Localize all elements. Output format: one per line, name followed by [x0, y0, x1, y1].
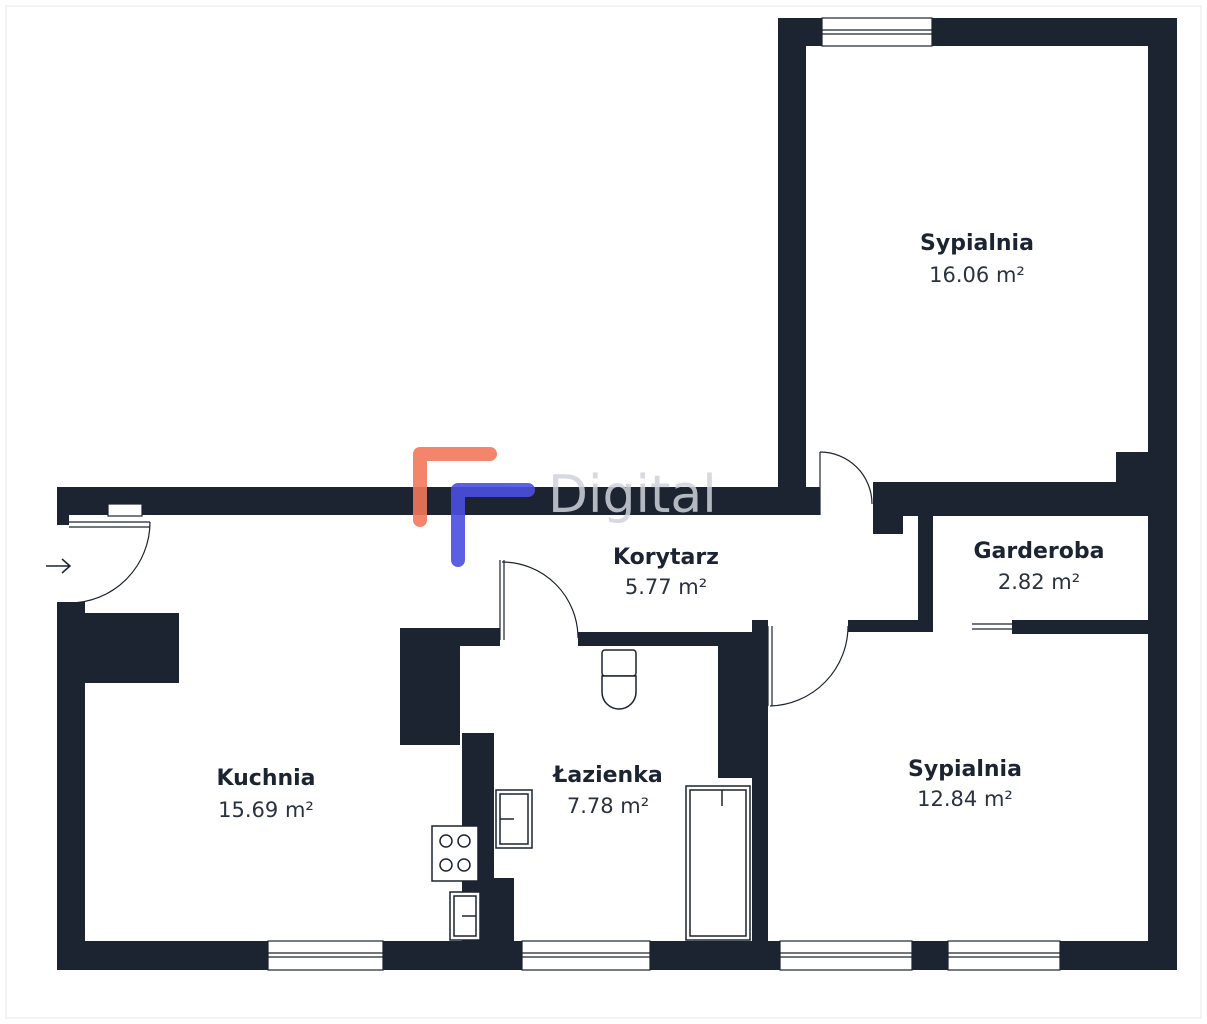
room-area: 15.69 m²: [218, 798, 314, 822]
room-area: 2.82 m²: [998, 570, 1080, 594]
room-label-hallway: Korytarz 5.77 m²: [613, 545, 719, 599]
room-name: Sypialnia: [920, 231, 1034, 256]
windows: [107, 17, 1061, 971]
watermark-text: Digital: [548, 465, 717, 525]
toilet-icon: [601, 649, 637, 710]
doors: [68, 451, 1012, 707]
door-bedroom1: [819, 451, 873, 515]
door-bedroom2: [767, 625, 849, 707]
window-kitchen: [267, 940, 384, 971]
door-bathroom: [499, 560, 579, 640]
stove-icon: [431, 825, 479, 882]
room-name: Korytarz: [613, 545, 719, 570]
room-label-bedroom2: Sypialnia 12.84 m²: [908, 757, 1022, 811]
room-area: 12.84 m²: [917, 787, 1013, 811]
sink-icon: [495, 789, 533, 849]
room-name: Garderoba: [974, 539, 1105, 564]
door-entrance: [68, 521, 151, 604]
room-label-bathroom: Łazienka 7.78 m²: [552, 763, 662, 818]
room-area: 16.06 m²: [929, 263, 1025, 287]
window-kitchen-small: [107, 503, 143, 517]
window-bedroom2-right: [947, 940, 1061, 971]
page-border: [5, 5, 1202, 1019]
fixtures: [431, 649, 751, 941]
room-label-bedroom1: Sypialnia 16.06 m²: [920, 231, 1034, 287]
kitchen-sink-icon: [449, 891, 481, 941]
window-bedroom2-left: [779, 940, 913, 971]
room-label-kitchen: Kuchnia 15.69 m²: [216, 766, 315, 822]
room-name: Sypialnia: [908, 757, 1022, 782]
digital-logo-icon: [413, 447, 535, 567]
room-name: Łazienka: [552, 763, 662, 788]
window-bathroom: [521, 940, 651, 971]
entrance-arrow-icon: [46, 558, 72, 574]
room-area: 5.77 m²: [625, 575, 707, 599]
door-wardrobe-sliding: [972, 623, 1012, 630]
window-bedroom1-top: [821, 17, 933, 47]
bathtub-icon: [685, 785, 751, 941]
room-label-wardrobe: Garderoba 2.82 m²: [974, 539, 1105, 594]
room-area: 7.78 m²: [567, 794, 649, 818]
room-name: Kuchnia: [216, 766, 315, 791]
